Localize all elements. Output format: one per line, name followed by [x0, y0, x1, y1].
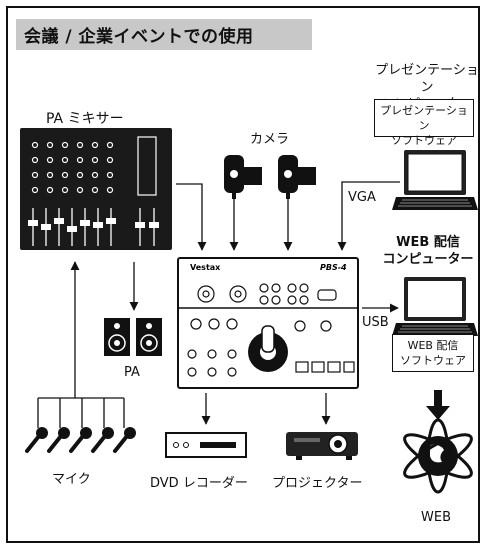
- dvd-recorder-icon: [165, 432, 247, 458]
- device-model-label: PBS-4: [320, 263, 347, 272]
- mic-label: マイク: [52, 472, 91, 487]
- presentation-software-box: プレゼンテーション ソフトウェア: [374, 99, 474, 147]
- connection-arrows: [129, 181, 400, 425]
- pa-mixer-icon: [20, 128, 172, 250]
- title-bar: [16, 19, 312, 50]
- globe-icon: [403, 418, 473, 494]
- microphone-icon: [25, 434, 129, 453]
- pa-label: PA: [124, 365, 140, 380]
- web-laptop-icon: [392, 277, 478, 336]
- projector-icon: [286, 432, 358, 460]
- down-arrow-icon: [426, 390, 450, 420]
- presentation-laptop-icon: [392, 150, 478, 210]
- pbs4-device-icon: Vestax PBS-4: [177, 257, 359, 389]
- projector-label: プロジェクター: [272, 476, 363, 491]
- web-software-box: WEB 配信 ソフトウェア: [392, 334, 474, 372]
- device-brand-label: Vestax: [190, 263, 221, 272]
- vga-label: VGA: [348, 190, 376, 205]
- camera-icon: [224, 155, 262, 199]
- camera-label: カメラ: [250, 132, 290, 147]
- speaker-icon: [136, 318, 162, 356]
- usb-label: USB: [362, 315, 389, 330]
- camera-icon: [278, 155, 316, 199]
- mic-cables: [37, 262, 125, 428]
- dvd-recorder-label: DVD レコーダー: [150, 476, 248, 491]
- speaker-icon: [104, 318, 130, 356]
- web-label: WEB: [421, 510, 451, 525]
- web-pc-label: WEB 配信 コンピューター: [382, 235, 474, 267]
- diagram-frame: [6, 6, 480, 543]
- diagram-title: 会議 / 企業イベントでの使用: [24, 27, 254, 47]
- pa-mixer-label: PA ミキサー: [46, 111, 124, 127]
